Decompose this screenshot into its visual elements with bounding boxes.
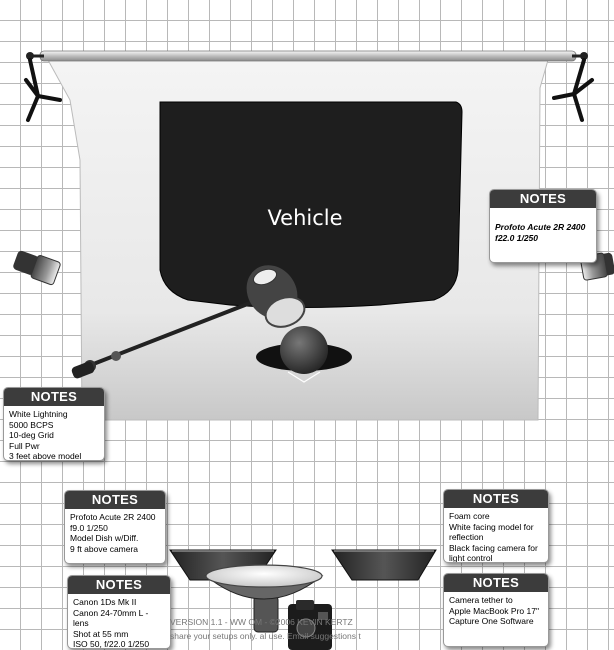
model-figure <box>256 326 352 383</box>
left-backdrop-stand <box>24 58 62 122</box>
notes-text: Foam core White facing model for reflect… <box>449 511 538 563</box>
vehicle-label: Vehicle <box>267 206 343 230</box>
notes-header: NOTES <box>444 574 548 592</box>
footer-version-line: VERSION 1.1 - WW OM - ©2006 KEVIN KERTZ <box>170 617 353 627</box>
left-side-light <box>13 250 61 286</box>
notes-text: Profoto Acute 2R 2400 f22.0 1/250 <box>495 222 586 243</box>
vehicle-shape <box>159 101 463 308</box>
notes-box-bottom-left-lower: NOTES Canon 1Ds Mk II Canon 24-70mm L - … <box>67 575 171 649</box>
notes-text: White Lightning 5000 BCPS 10-deg Grid Fu… <box>9 409 82 461</box>
notes-box-bottom-right-upper: NOTES Foam core White facing model for r… <box>443 489 549 563</box>
right-backdrop-stand <box>552 58 594 122</box>
notes-text: Canon 1Ds Mk II Canon 24-70mm L - lens S… <box>73 597 150 649</box>
notes-box-right-top: NOTES Profoto Acute 2R 2400 f22.0 1/250 <box>489 189 597 263</box>
notes-header: NOTES <box>444 490 548 508</box>
camera-icon <box>288 600 332 650</box>
notes-header: NOTES <box>65 491 165 509</box>
beauty-dish-light <box>204 564 324 633</box>
notes-text: Camera tether to Apple MacBook Pro 17" C… <box>449 595 539 626</box>
notes-box-left-mid: NOTES White Lightning 5000 BCPS 10-deg G… <box>3 387 105 461</box>
notes-header: NOTES <box>68 576 170 594</box>
notes-text: Profoto Acute 2R 2400 f9.0 1/250 Model D… <box>70 512 156 554</box>
foam-core-right <box>331 549 437 581</box>
notes-box-bottom-right-lower: NOTES Camera tether to Apple MacBook Pro… <box>443 573 549 647</box>
notes-header: NOTES <box>4 388 104 406</box>
boom-strobe-head <box>246 265 306 328</box>
notes-box-bottom-left-upper: NOTES Profoto Acute 2R 2400 f9.0 1/250 M… <box>64 490 166 564</box>
boom-arm <box>71 294 270 379</box>
footer-usage-line: share your setups only. al use. Email su… <box>170 631 361 641</box>
backdrop-pole <box>26 50 588 62</box>
notes-header: NOTES <box>490 190 596 208</box>
